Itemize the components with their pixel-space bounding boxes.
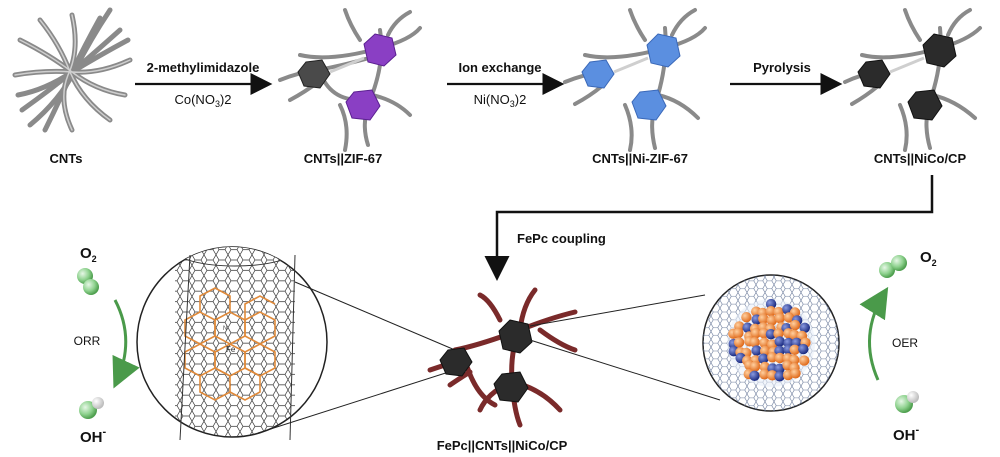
metal-atom — [749, 370, 760, 381]
metal-atom — [749, 337, 760, 348]
step-2-label: Ion exchange — [458, 60, 541, 75]
metal-atom — [773, 328, 784, 339]
metal-atom — [774, 352, 786, 364]
metal-atom — [789, 344, 800, 355]
oer-product-label: O2 — [920, 249, 937, 268]
oer-reactant-label: OH- — [893, 424, 920, 444]
metal-atom — [759, 337, 770, 348]
orr-reactant-label: O2 — [80, 245, 97, 264]
step-1-reagent: Co(NO3)2 — [174, 92, 231, 109]
oh-molecule-right — [895, 391, 919, 413]
n-atom-label: N — [223, 326, 227, 332]
metal-atom — [774, 336, 785, 347]
metal-atom — [758, 353, 769, 364]
stage-label-nico-cp: CNTs||NiCo/CP — [874, 151, 967, 166]
nico-nanoparticle-inset — [529, 274, 840, 412]
metal-atom — [783, 312, 795, 323]
arrow-fepc-coupling — [484, 175, 934, 281]
metal-atom — [767, 352, 778, 363]
metal-atom — [790, 368, 801, 379]
orr-label: ORR — [74, 334, 101, 348]
final-product-label: FePc||CNTs||NiCo/CP — [437, 438, 568, 453]
metal-atom — [789, 319, 801, 331]
coupling-label: FePc coupling — [517, 231, 606, 246]
orr-arrow — [112, 299, 140, 389]
metal-atom — [750, 328, 762, 339]
nico-cp-cluster-illustration — [843, 8, 982, 152]
metal-atom — [774, 312, 785, 324]
metal-atom — [798, 343, 809, 355]
step-2-reagent: Ni(NO3)2 — [474, 92, 527, 109]
zif67-cluster-illustration — [278, 8, 422, 152]
oer-label: OER — [892, 336, 918, 350]
metal-atom — [765, 329, 777, 340]
metal-atom — [758, 313, 769, 324]
metal-atom — [741, 312, 752, 323]
stage-label-zif67: CNTs||ZIF-67 — [304, 151, 383, 166]
metal-atom — [789, 329, 800, 341]
cnt-fepc-inset: Fe N — [136, 246, 456, 441]
ni-zif67-cluster-illustration — [563, 8, 707, 152]
orr-product-label: OH- — [80, 426, 107, 446]
o2-molecule-left — [77, 268, 99, 295]
metal-atom — [765, 306, 777, 317]
fepc-cnts-nico-cp-illustration — [427, 287, 578, 428]
metal-atom — [774, 363, 785, 374]
metal-atom — [751, 345, 762, 356]
step-3-label: Pyrolysis — [753, 60, 811, 75]
cnt-bundle-illustration — [12, 7, 133, 133]
oer-arrow — [859, 286, 889, 381]
stage-label-cnts: CNTs — [50, 151, 83, 166]
metal-atom-cluster — [728, 298, 811, 382]
metal-atom — [766, 315, 777, 326]
oh-molecule-left — [79, 397, 104, 419]
metal-atom — [749, 361, 761, 372]
metal-atom — [733, 327, 744, 339]
metal-atom — [799, 355, 810, 366]
metal-atom — [799, 322, 810, 333]
step-1-label: 2-methylimidazole — [147, 60, 260, 75]
fe-atom-label: Fe — [226, 345, 236, 354]
stage-label-ni-zif67: CNTs||Ni-ZIF-67 — [592, 151, 688, 166]
o2-molecule-right — [879, 255, 907, 278]
metal-atom — [733, 337, 745, 348]
metal-atom — [774, 371, 785, 382]
metal-atom — [759, 369, 770, 380]
